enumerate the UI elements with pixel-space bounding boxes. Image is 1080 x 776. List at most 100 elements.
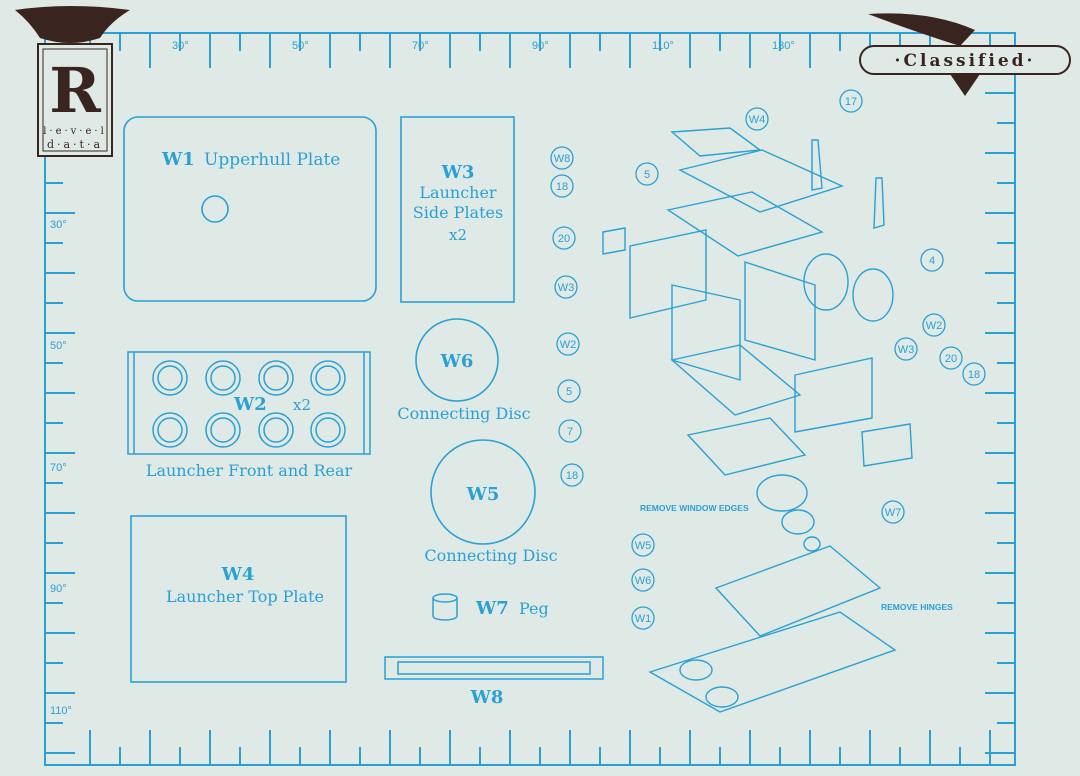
callout-bubble: 18 <box>560 463 584 487</box>
ruler-label: 90° <box>50 583 67 595</box>
callout-label: 5 <box>644 169 650 181</box>
part-name: Connecting Disc <box>424 546 557 565</box>
callout-bubble: 20 <box>552 226 576 250</box>
part-w7-peg <box>432 593 458 621</box>
callout-label: 18 <box>556 181 568 193</box>
launcher-hole <box>210 417 236 443</box>
part-name: Launcher Top Plate <box>166 587 324 606</box>
part-w6-disc <box>415 318 499 402</box>
callout-bubble: W3 <box>554 275 578 299</box>
callout-bubble: W1 <box>631 606 655 630</box>
classified-stamp: ·Classified· <box>859 13 1071 96</box>
launcher-hole <box>263 417 289 443</box>
part-name: Upperhull Plate <box>204 150 340 170</box>
callout-label: W3 <box>898 344 915 356</box>
callout-bubble: 18 <box>550 174 574 198</box>
callout-label: 20 <box>558 233 570 245</box>
part-code: W2 <box>233 394 267 415</box>
part-w8-rail <box>384 656 604 680</box>
part-code: W4 <box>221 564 255 585</box>
callout-bubble: 20 <box>939 346 963 370</box>
launcher-hole <box>310 360 346 396</box>
launcher-hole <box>258 360 294 396</box>
launcher-hole <box>152 412 188 448</box>
part-w3-side-plates <box>400 116 515 303</box>
part-code: W1 <box>161 149 195 170</box>
top-ruler-labels: 30° 50° 70° 90° 110° 130° <box>172 40 795 52</box>
callout-label: W2 <box>560 339 577 351</box>
launcher-hole <box>315 365 341 391</box>
callout-bubble: 7 <box>558 419 582 443</box>
part-qty: x2 <box>293 396 311 414</box>
callout-label: 7 <box>567 426 573 438</box>
part-name: Connecting Disc <box>397 404 530 423</box>
callout-bubble: W4 <box>745 107 769 131</box>
callout-bubble: W2 <box>556 332 580 356</box>
ruler-label: 130° <box>772 40 795 52</box>
callout-bubble: 4 <box>920 248 944 272</box>
ruler-ticks <box>45 33 1015 765</box>
callout-label: 18 <box>566 470 578 482</box>
stamp-text: ·Classified· <box>895 51 1036 71</box>
launcher-hole <box>258 412 294 448</box>
part-code: W5 <box>466 484 500 505</box>
callout-label: W2 <box>926 320 943 332</box>
callout-bubble: W8 <box>550 146 574 170</box>
launcher-hole <box>263 365 289 391</box>
part-w2-launcher-front-rear <box>127 351 371 455</box>
callout-bubble: 17 <box>839 89 863 113</box>
launcher-hole <box>157 365 183 391</box>
callout-bubble: W7 <box>881 500 905 524</box>
svg-text:l·e·v·e·l: l·e·v·e·l <box>43 126 107 137</box>
callout-bubble: W6 <box>631 568 655 592</box>
ruler-label: 90° <box>532 40 549 52</box>
part-code: W3 <box>441 162 475 183</box>
callout-bubble: 18 <box>962 362 986 386</box>
svg-text:d·a·t·a: d·a·t·a <box>47 138 103 151</box>
exploded-assembly-drawing <box>602 127 913 713</box>
note-remove-window-edges: REMOVE WINDOW EDGES <box>640 503 749 513</box>
callout-label: 17 <box>845 96 857 108</box>
callout-label: W1 <box>635 613 652 625</box>
ruler-label: 50° <box>292 40 309 52</box>
part-w1-upperhull-plate <box>123 116 377 302</box>
part-code: W7 <box>475 598 509 619</box>
left-ruler-labels: 30° 50° 70° 90° 110° <box>50 219 72 717</box>
ruler-frame <box>44 32 1016 766</box>
part-name: Side Plates <box>413 203 503 222</box>
callout-label: W7 <box>885 507 902 519</box>
callout-label: 4 <box>929 255 935 267</box>
callout-label: 5 <box>566 386 572 398</box>
part-w5-disc <box>430 439 536 545</box>
part-w4-top-plate <box>130 515 347 683</box>
callout-label: 18 <box>968 369 980 381</box>
launcher-hole <box>205 412 241 448</box>
part-qty: x2 <box>449 226 467 244</box>
part-code: W6 <box>440 351 474 372</box>
callout-bubble: W2 <box>922 313 946 337</box>
callout-bubble: 5 <box>557 379 581 403</box>
note-remove-hinges: REMOVE HINGES <box>881 602 953 612</box>
part-name: Launcher Front and Rear <box>146 461 353 480</box>
launcher-hole <box>310 412 346 448</box>
callout-bubble: 5 <box>635 162 659 186</box>
launcher-hole <box>315 417 341 443</box>
ruler-label: 30° <box>50 219 67 231</box>
callout-label: W3 <box>558 282 575 294</box>
callout-label: W6 <box>635 575 652 587</box>
launcher-hole <box>205 360 241 396</box>
logo-letter: R <box>49 54 101 127</box>
ruler-label: 70° <box>412 40 429 52</box>
callout-label: W5 <box>635 540 652 552</box>
launcher-hole <box>152 360 188 396</box>
part-name: Peg <box>519 599 549 618</box>
part-name: Launcher <box>419 183 497 202</box>
launcher-hole <box>157 417 183 443</box>
ruler-label: 110° <box>50 705 72 717</box>
launcher-hole <box>210 365 236 391</box>
callout-bubble: W3 <box>894 337 918 361</box>
ruler-label: 30° <box>172 40 189 52</box>
level-data-logo: R l·e·v·e·l d·a·t·a <box>15 6 130 157</box>
